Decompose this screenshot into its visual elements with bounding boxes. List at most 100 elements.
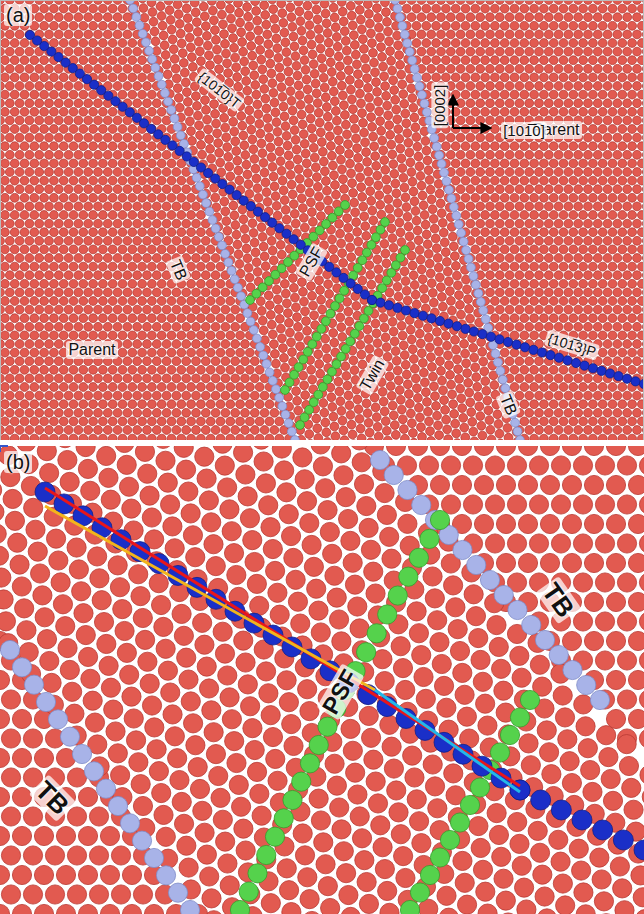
parent-atom bbox=[103, 13, 112, 22]
parent-atom bbox=[559, 39, 568, 48]
parent-atom bbox=[84, 408, 93, 417]
parent-atom bbox=[206, 262, 215, 271]
parent-atom bbox=[569, 39, 578, 48]
parent-atom bbox=[608, 73, 617, 82]
parent-atom bbox=[549, 297, 558, 306]
parent-atom bbox=[461, 142, 470, 151]
parent-atom bbox=[192, 357, 201, 366]
parent-atom bbox=[589, 73, 598, 82]
parent-atom bbox=[187, 400, 196, 409]
parent-atom bbox=[54, 99, 63, 108]
parent-atom bbox=[30, 314, 39, 323]
parent-atom bbox=[510, 56, 519, 65]
parent-atom bbox=[589, 314, 598, 323]
parent-atom bbox=[192, 236, 201, 245]
parent-atom bbox=[579, 383, 588, 392]
parent-atom bbox=[89, 56, 98, 65]
parent-atom bbox=[564, 150, 573, 159]
parent-atom bbox=[250, 391, 259, 400]
parent-atom bbox=[608, 21, 617, 30]
parent-atom bbox=[59, 245, 68, 254]
parent-atom bbox=[89, 193, 98, 202]
parent-atom bbox=[569, 4, 578, 13]
parent-atom bbox=[133, 185, 142, 194]
parent-atom bbox=[45, 185, 54, 194]
parent-atom bbox=[486, 133, 495, 142]
parent-atom bbox=[505, 150, 514, 159]
parent-atom bbox=[113, 271, 122, 280]
parent-atom bbox=[633, 168, 642, 177]
parent-atom bbox=[201, 236, 210, 245]
parent-atom bbox=[118, 400, 127, 409]
parent-atom bbox=[613, 133, 622, 142]
parent-atom bbox=[128, 400, 137, 409]
parent-atom bbox=[15, 202, 24, 211]
parent-atom bbox=[162, 168, 171, 177]
parent-atom bbox=[123, 168, 132, 177]
parent-atom bbox=[99, 365, 108, 374]
parent-atom bbox=[94, 254, 103, 263]
parent-atom bbox=[544, 82, 553, 91]
parent-atom bbox=[633, 271, 642, 280]
parent-atom bbox=[79, 297, 88, 306]
parent-atom bbox=[211, 305, 220, 314]
parent-atom bbox=[500, 211, 509, 220]
parent-atom bbox=[466, 47, 475, 56]
parent-atom bbox=[549, 211, 558, 220]
parent-atom bbox=[10, 193, 19, 202]
parent-atom bbox=[530, 245, 539, 254]
parent-atom bbox=[226, 348, 235, 357]
parent-atom bbox=[525, 150, 534, 159]
parent-atom bbox=[211, 322, 220, 331]
parent-atom bbox=[535, 185, 544, 194]
parent-atom bbox=[148, 348, 157, 357]
parent-atom bbox=[35, 305, 44, 314]
parent-atom bbox=[505, 271, 514, 280]
parent-atom bbox=[495, 322, 504, 331]
parent-atom bbox=[84, 374, 93, 383]
parent-atom bbox=[613, 254, 622, 263]
parent-atom bbox=[45, 374, 54, 383]
parent-atom bbox=[94, 305, 103, 314]
parent-atom bbox=[633, 236, 642, 245]
parent-atom bbox=[613, 64, 622, 73]
parent-atom bbox=[618, 331, 627, 340]
parent-atom bbox=[579, 39, 588, 48]
parent-atom bbox=[471, 39, 480, 48]
parent-atom bbox=[35, 271, 44, 280]
parent-atom bbox=[157, 331, 166, 340]
parent-atom bbox=[187, 297, 196, 306]
parent-atom bbox=[432, 4, 441, 13]
parent-atom bbox=[559, 193, 568, 202]
parent-atom bbox=[510, 39, 519, 48]
parent-atom bbox=[45, 391, 54, 400]
parent-atom bbox=[442, 4, 451, 13]
parent-atom bbox=[59, 331, 68, 340]
parent-atom bbox=[535, 64, 544, 73]
parent-atom bbox=[1, 314, 10, 323]
parent-atom bbox=[515, 357, 524, 366]
parent-atom bbox=[491, 21, 500, 30]
parent-atom bbox=[40, 211, 49, 220]
parent-atom bbox=[530, 39, 539, 48]
parent-atom bbox=[74, 116, 83, 125]
parent-atom bbox=[118, 39, 127, 48]
parent-atom bbox=[574, 322, 583, 331]
parent-atom bbox=[123, 288, 132, 297]
parent-atom bbox=[138, 400, 147, 409]
parent-atom bbox=[157, 383, 166, 392]
parent-atom bbox=[40, 159, 49, 168]
parent-atom bbox=[177, 331, 186, 340]
parent-atom bbox=[598, 245, 607, 254]
parent-atom bbox=[618, 245, 627, 254]
parent-atom bbox=[45, 13, 54, 22]
parent-atom bbox=[540, 297, 549, 306]
parent-atom bbox=[35, 219, 44, 228]
parent-atom bbox=[510, 228, 519, 237]
parent-atom bbox=[99, 39, 108, 48]
parent-atom bbox=[35, 99, 44, 108]
parent-atom bbox=[559, 73, 568, 82]
parent-atom bbox=[564, 271, 573, 280]
parent-atom bbox=[559, 262, 568, 271]
parent-atom bbox=[113, 305, 122, 314]
